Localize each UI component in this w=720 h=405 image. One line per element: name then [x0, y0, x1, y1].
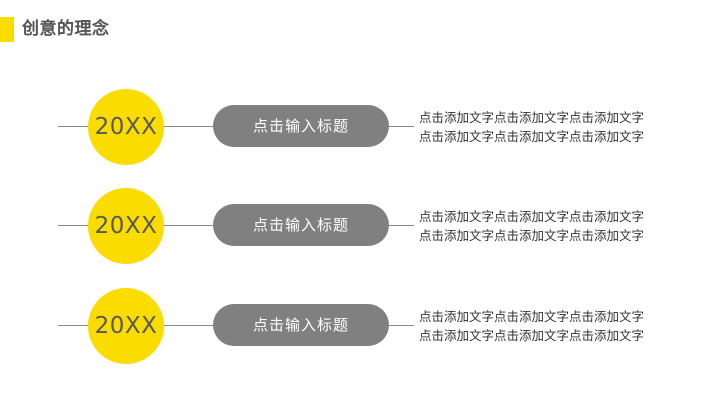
body-text-block: 点击添加文字点击添加文字点击添加文字 点击添加文字点击添加文字点击添加文字 [419, 207, 681, 245]
year-circle[interactable]: 20XX [88, 288, 164, 364]
body-text-line: 点击添加文字点击添加文字点击添加文字 [419, 328, 645, 343]
body-text-line: 点击添加文字点击添加文字点击添加文字 [419, 209, 645, 224]
title-pill[interactable]: 点击输入标题 [213, 105, 389, 147]
year-label: 20XX [94, 113, 158, 140]
body-text-line: 点击添加文字点击添加文字点击添加文字 [419, 309, 645, 324]
timeline-row: 20XX 点击输入标题 点击添加文字点击添加文字点击添加文字 点击添加文字点击添… [0, 288, 720, 364]
title-pill[interactable]: 点击输入标题 [213, 304, 389, 346]
year-label: 20XX [94, 212, 158, 239]
timeline-row: 20XX 点击输入标题 点击添加文字点击添加文字点击添加文字 点击添加文字点击添… [0, 188, 720, 264]
title-pill-label: 点击输入标题 [252, 215, 349, 234]
connector-line-right [386, 126, 414, 127]
body-text-block: 点击添加文字点击添加文字点击添加文字 点击添加文字点击添加文字点击添加文字 [419, 108, 681, 146]
connector-line-middle [160, 325, 216, 326]
body-text-line: 点击添加文字点击添加文字点击添加文字 [419, 129, 645, 144]
connector-line-middle [160, 225, 216, 226]
connector-line-left [58, 325, 106, 326]
connector-line-middle [160, 126, 216, 127]
connector-line-right [386, 225, 414, 226]
title-pill-label: 点击输入标题 [252, 315, 349, 334]
timeline-row: 20XX 点击输入标题 点击添加文字点击添加文字点击添加文字 点击添加文字点击添… [0, 89, 720, 165]
yellow-bar-accent-icon [0, 16, 14, 42]
year-circle[interactable]: 20XX [88, 188, 164, 264]
body-text-line: 点击添加文字点击添加文字点击添加文字 [419, 228, 645, 243]
connector-line-left [58, 126, 106, 127]
page-title: 创意的理念 [22, 18, 110, 39]
connector-line-right [386, 325, 414, 326]
title-pill[interactable]: 点击输入标题 [213, 204, 389, 246]
title-pill-label: 点击输入标题 [252, 116, 349, 135]
year-circle[interactable]: 20XX [88, 89, 164, 165]
connector-line-left [58, 225, 106, 226]
year-label: 20XX [94, 312, 158, 339]
slide-header: 创意的理念 [0, 16, 110, 42]
body-text-block: 点击添加文字点击添加文字点击添加文字 点击添加文字点击添加文字点击添加文字 [419, 307, 681, 345]
body-text-line: 点击添加文字点击添加文字点击添加文字 [419, 110, 645, 125]
